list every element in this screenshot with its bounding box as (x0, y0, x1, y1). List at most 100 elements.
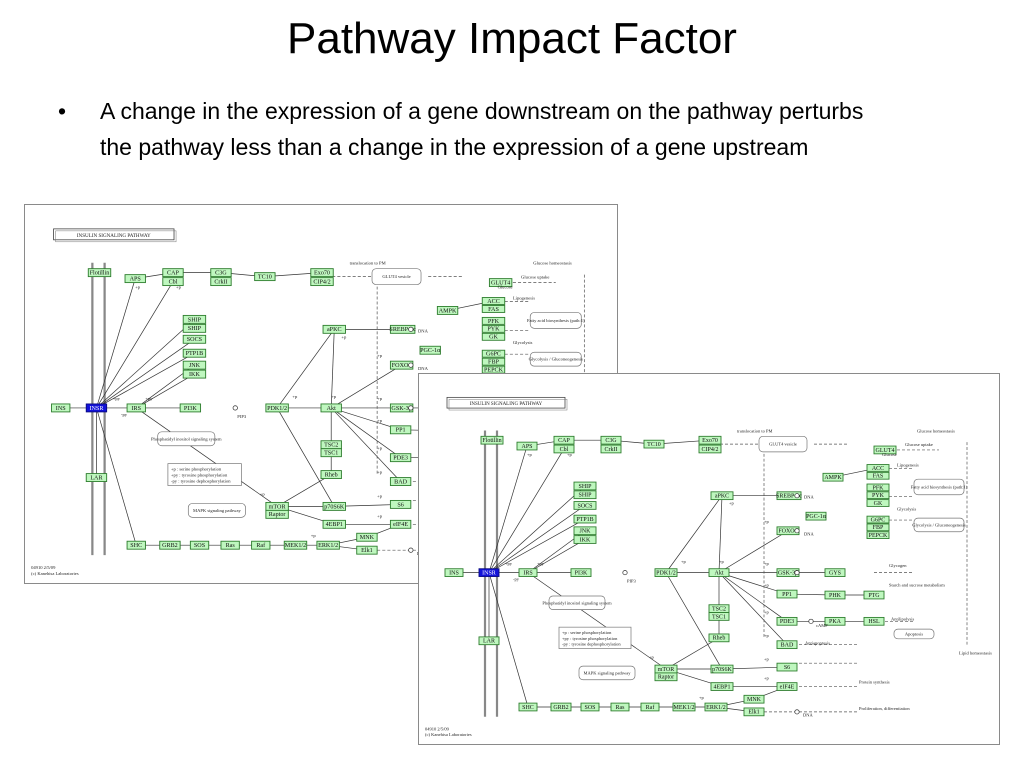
pathway-edge (488, 505, 586, 573)
pathway-edge (665, 637, 720, 670)
gene-label: PDE3 (393, 456, 408, 462)
pathway-edge (718, 572, 788, 646)
gene-label: SHIP (579, 493, 593, 499)
gene-label: TC10 (258, 275, 272, 281)
gene-label: 4EBP1 (326, 522, 343, 528)
label-box-glycolysis_box: Glycolysis / Gluconeogenesis (912, 517, 966, 533)
gene-label: GYS (829, 571, 841, 577)
pathway-edge (135, 373, 195, 409)
gene-label: PFK (873, 485, 885, 491)
pathway-edge (330, 407, 402, 459)
gene-node-fas: FAS (866, 471, 890, 480)
gene-label: GK (874, 501, 883, 507)
label-box-text: GLUT4 vesicle (769, 442, 797, 447)
gene-label: JNK (189, 363, 201, 369)
pathway-text-pip3: PIP3 (237, 414, 247, 419)
modification-mark: +p (764, 561, 770, 566)
gene-node-insr: INSR (478, 568, 500, 577)
gene-node-ampk: AMPK (436, 306, 459, 315)
modification-mark: +p (764, 656, 770, 661)
gene-node-socs: SOCS (573, 501, 597, 510)
compound-dot (794, 570, 800, 576)
modification-mark: +py (505, 561, 513, 566)
gene-label: FOXO1 (392, 363, 412, 369)
pathway-edge (488, 518, 586, 573)
compound-dot (408, 362, 414, 368)
legend-serine: +p : serine phosphorylation (171, 467, 222, 472)
gene-node-shc: SHC (126, 540, 146, 550)
gene-label: APS (130, 277, 141, 283)
gene-node-pi3k: PI3K (179, 403, 202, 413)
pathway-text-lipogenesis: Lipogenesis (897, 463, 919, 468)
gene-label: PKA (829, 619, 842, 625)
gene-label: IKK (189, 372, 201, 378)
gene-label: G6PC (486, 352, 501, 358)
gene-node-lar: LAR (85, 473, 108, 482)
gene-label: ERK1/2 (318, 543, 338, 549)
gene-node-srebp: SREBP-1c (776, 491, 802, 501)
gene-label: TSC1 (324, 451, 338, 457)
gene-node-c3g: C3G (210, 268, 232, 278)
gene-node-apkc: aPKC (322, 324, 346, 334)
gene-label: SREBP-1c (389, 327, 416, 333)
label-box-glut4_vesicle: GLUT4 vesicle (758, 435, 808, 453)
gene-label: MEK1/2 (674, 705, 695, 711)
gene-label: Akt (715, 571, 724, 577)
modification-mark: +p (377, 513, 383, 518)
pathway-text-antiapoptosis: Antiapoptosis (805, 641, 830, 646)
pathway-text-dna: DNA (804, 495, 815, 500)
gene-label: INSR (482, 571, 496, 577)
gene-label: Rheb (325, 472, 338, 478)
gene-node-elk1: Elk1 (743, 707, 765, 717)
gene-label: ACC (872, 466, 884, 472)
gene-node-pgc: PGC-1α (419, 345, 441, 355)
gene-node-flotillin: Flotillin (87, 268, 112, 278)
gene-label: PP1 (782, 592, 792, 598)
pathway-text-glucose_uptake: Glucose uptake (905, 442, 933, 447)
phosphorylation-legend: +p : serine phosphorylation+py : tyrosin… (558, 626, 632, 649)
gene-node-flotillin: Flotillin (480, 435, 504, 445)
gene-label: CIP4/2 (313, 280, 330, 286)
gene-label: SOCS (578, 503, 593, 509)
gene-label: SOS (194, 543, 205, 549)
gene-node-g6pc: G6PC (481, 349, 506, 358)
gene-label: PFK (488, 319, 500, 325)
pathway-text-translocation: translocation to PM (350, 261, 386, 266)
gene-node-socs: SOCS (182, 334, 207, 344)
modification-mark: +p (377, 353, 383, 358)
pathway-edge (276, 328, 335, 409)
pathway-edge (276, 407, 335, 507)
gene-label: C3G (605, 438, 617, 444)
pathway-title: INSULIN SIGNALING PATHWAY (77, 234, 151, 239)
label-box-text: Phosphatidyl inositol signaling system (151, 436, 222, 441)
gene-label: GRB2 (553, 705, 568, 711)
gene-node-jnk: JNK (573, 526, 597, 536)
gene-node-crk: CrkII (210, 277, 232, 287)
gene-label: AMPK (824, 475, 842, 481)
gene-node-acc: ACC (481, 297, 506, 305)
modification-mark: +p (377, 396, 383, 401)
gene-node-pde3: PDE3 (389, 453, 412, 463)
gene-node-exo70: Exo70 (698, 435, 722, 445)
gene-label: PI3K (575, 571, 588, 577)
gene-label: PYK (872, 493, 885, 499)
gene-label: Ras (226, 543, 236, 549)
pathway-text-dna: DNA (418, 328, 429, 333)
gene-label: INS (56, 406, 66, 412)
pathway-text-glucose_uptake: Glucose uptake (521, 275, 549, 280)
label-box-phosphatidyl: Phosphatidyl inositol signaling system (542, 595, 612, 610)
gene-label: SOCS (187, 337, 202, 343)
compound-dot (622, 570, 628, 576)
pathway-text-antilipolysis: Antilipolysis (891, 616, 915, 621)
modification-mark: +p (311, 533, 317, 538)
pathway-svg-back: INSULIN SIGNALING PATHWAYFlotillinAPSCAP… (31, 228, 610, 576)
gene-label: FBP (873, 525, 884, 531)
gene-node-glut4: GLUT4 (488, 278, 513, 288)
label-box-text: Apoptosis (905, 631, 924, 636)
pathway-edge (331, 364, 403, 409)
gene-node-mnk: MNK (743, 694, 765, 704)
gene-node-ras: Ras (610, 702, 630, 712)
gene-node-pgc: PGC-1α (805, 511, 827, 521)
modification-mark: +py (113, 396, 121, 401)
pathway-text-glucose_homeostasis: Glucose homeostasis (917, 428, 955, 433)
